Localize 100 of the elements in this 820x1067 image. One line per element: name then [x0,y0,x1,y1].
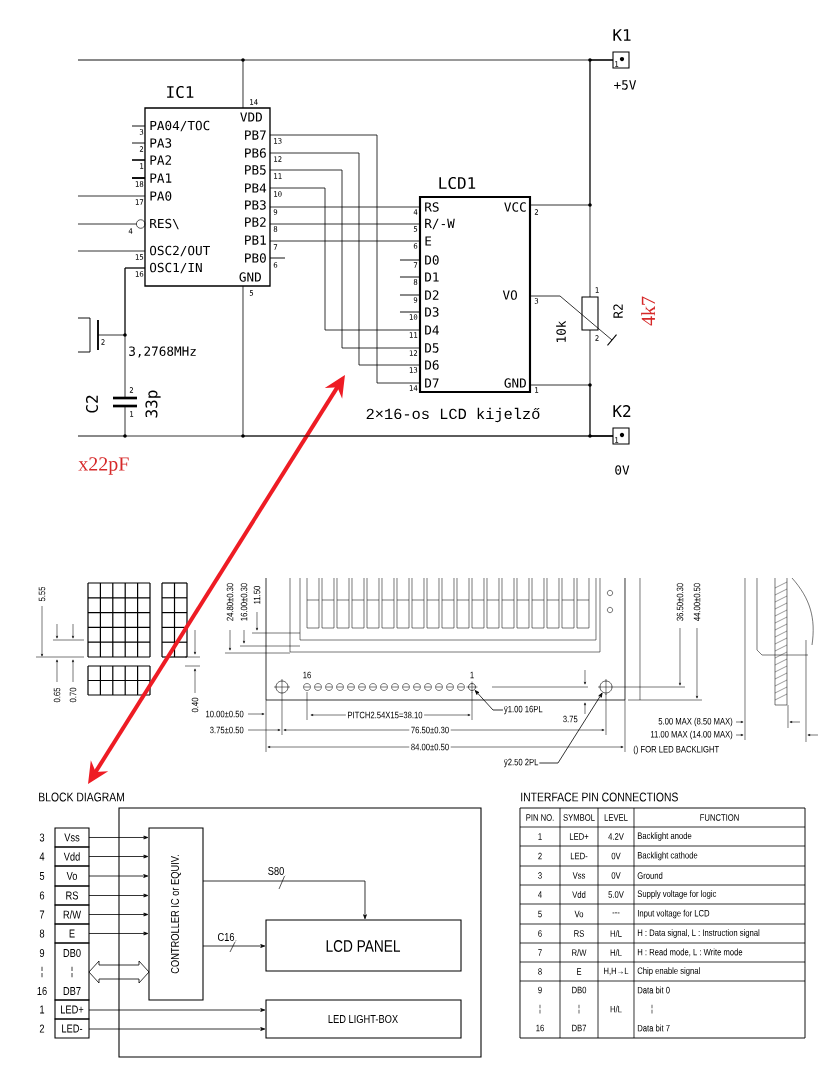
pin-label: D7 [425,378,439,388]
table-text: Chip enable signal [637,967,700,976]
table-text: H/L [610,930,622,937]
voltage-label: +5V [614,80,637,90]
table-text: LED- [570,852,588,860]
pin-label: PB7 [245,130,266,140]
table-text: 7 [538,949,542,956]
block-label: LCD PANEL [326,940,400,952]
pin-label: D3 [425,307,439,317]
table-text: 0V [611,852,621,860]
pin-number: 16 [37,987,47,995]
table-text: 9 [538,986,542,994]
pin-label: PB2 [245,217,266,227]
pin-label: VCC [504,202,526,212]
table-text: H/L [610,949,622,956]
pin-number: 1 [470,671,474,679]
dimension-label: 84.00±0.50 [409,742,451,752]
component-label: R2 [613,304,623,318]
table-text: 5.0V [608,891,624,898]
pin-label: R/-W [425,218,455,230]
table-text: 4.2V [608,833,624,840]
table-title: INTERFACE PIN CONNECTIONS [521,792,678,802]
pin-label: PA0 [150,191,172,201]
pin-label: DB7 [63,987,81,995]
pin-label: PB0 [245,253,266,263]
block-label: LED LIGHT-BOX [328,1015,398,1023]
table-text: Data bit 7 [637,1024,670,1032]
pin-label: RES\ [150,218,179,230]
table-text: Vdd [572,891,586,898]
capacitor-symbol [113,396,137,408]
arrow [202,944,266,948]
component-label: C2 [85,395,99,413]
pin-label: PA1 [150,173,172,183]
callout-text: ÿ2.50 2PL [503,758,539,768]
arrow [88,912,149,917]
pin-label: VDD [240,112,262,122]
dimension-label: 11.00 MAX (14.00 MAX) [650,730,733,740]
table-text: RS [574,930,584,937]
table-text: Input voltage for LCD [638,909,710,919]
dimension-label: 3.75 [563,715,578,723]
pin-label: LED- [62,1024,83,1033]
pin-label: PB5 [245,165,266,175]
wire [77,250,146,252]
component-label: LCD1 [439,176,476,190]
table-text: Ground [637,872,663,879]
wire [124,405,614,437]
arrow [88,1027,266,1031]
wire [269,240,421,242]
pin-label: PB4 [245,183,267,193]
pin-label: ¦ [71,966,73,978]
table-text: H/L [610,1005,622,1013]
mounting-hole [597,678,615,696]
edge-label: S80 [266,865,286,877]
table-text: 5 [538,910,542,918]
pin-label: E [69,929,75,938]
table-header: SYMBOL [563,814,595,821]
pin-label: LED+ [61,1005,84,1014]
wire [269,206,421,208]
pin-label: Vo [66,872,78,880]
table-text: Backlight cathode [637,851,698,861]
value-label: 3,2768MHz [129,346,196,358]
arrow [202,880,367,920]
table-text: H,H→L [604,967,629,976]
pin-label: PB1 [245,235,266,245]
pin-label: PA3 [150,138,172,148]
wire [124,267,146,399]
dimension-label: 36.50±0.30 [676,583,684,621]
pin-label: D1 [425,272,439,282]
block-label: CONTROLLER IC or EQUIV. [171,855,181,974]
pin-label: D4 [425,325,439,335]
dimension-label: 16.00±0.30 [240,583,248,621]
wire [77,195,146,197]
dimension-label: 76.50±0.30 [409,725,451,735]
table-text: E [577,968,582,975]
dimension-label: 0.70 [69,687,77,703]
pin-label: Vss [64,833,80,842]
arrow [88,893,149,898]
pin-label: GND [239,272,261,282]
voltage-label: 0V [615,465,630,475]
pin-number: 3 [39,833,45,842]
dimension-label: 11.50 [253,586,261,604]
wire [269,187,421,331]
pin-label: D0 [425,255,439,265]
arrow [88,1008,266,1012]
table-text: Data bit 0 [637,986,670,994]
arrow [88,874,149,878]
pin-label: RS [66,891,79,900]
table-text: 4 [538,891,542,898]
component-label: K1 [613,29,631,41]
pin-label: D2 [425,290,439,300]
table-header: LEVEL [604,814,628,821]
pin-label: E [425,236,432,246]
callout-text: ÿ1.00 16PL [503,705,543,715]
table-text: 16 [536,1024,544,1032]
table-text: Backlight anode [637,832,692,841]
value-label: 10k [556,320,566,342]
pin-label: VO [502,290,517,300]
value-label: x22pF [78,457,129,475]
pin-number: 7 [39,910,45,919]
pin-label: OSC1/IN [150,262,202,274]
